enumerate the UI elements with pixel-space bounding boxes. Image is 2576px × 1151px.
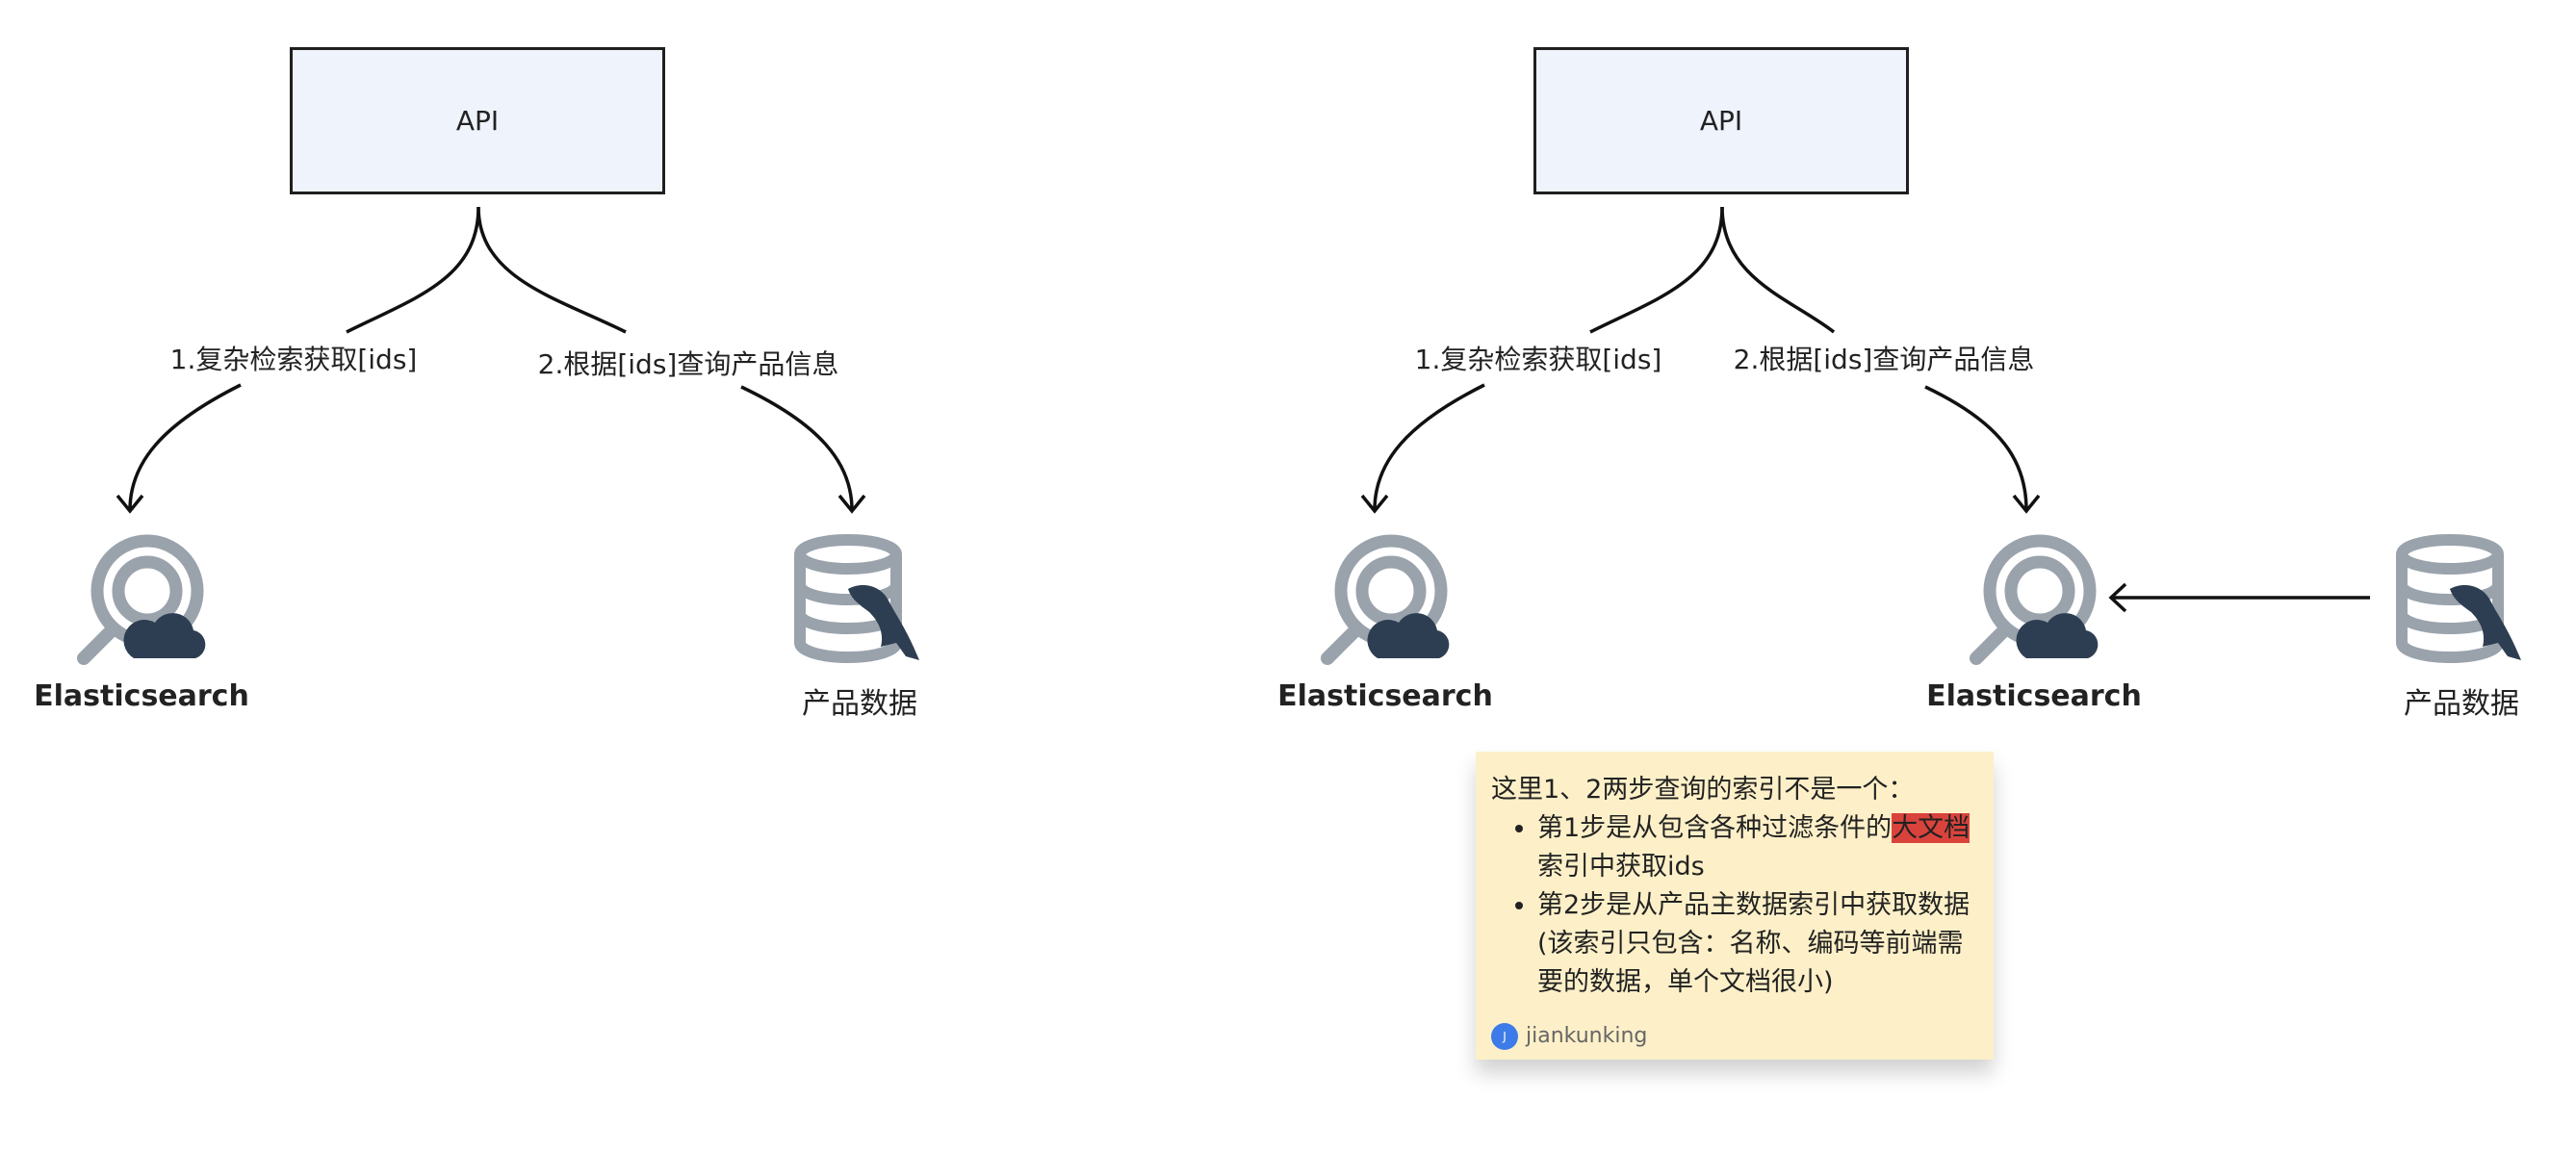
note-item: 第1步是从包含各种过滤条件的大文档索引中获取ids xyxy=(1537,809,1978,886)
note-text: 索引中获取ids xyxy=(1537,852,1705,882)
avatar: J xyxy=(1491,1023,1518,1050)
elasticsearch-icon xyxy=(1321,534,1450,665)
node-label: 产品数据 xyxy=(2404,687,2519,721)
note-text: 第1步是从包含各种过滤条件的 xyxy=(1537,813,1893,843)
elasticsearch-node: Elasticsearch xyxy=(1909,531,2159,713)
elasticsearch-icon xyxy=(77,534,206,665)
api-label: API xyxy=(455,105,500,137)
note-item: 第2步是从产品主数据索引中获取数据(该索引只包含：名称、编码等前端需要的数据，单… xyxy=(1537,886,1978,1002)
author-name: jiankunking xyxy=(1526,1024,1648,1048)
note-author: J jiankunking xyxy=(1491,1017,1978,1056)
product-data-node: 产品数据 xyxy=(2336,531,2576,722)
api-box: API xyxy=(290,47,665,194)
edge-label-step1: 1.复杂检索获取[ids] xyxy=(167,339,420,377)
connector-label2-db xyxy=(740,385,854,511)
connector-api-es xyxy=(1589,206,1724,334)
note-intro: 这里1、2两步查询的索引不是一个： xyxy=(1491,775,1915,805)
mysql-database-icon xyxy=(794,534,919,663)
node-label: Elasticsearch xyxy=(1926,679,2142,713)
node-label: 产品数据 xyxy=(802,687,917,721)
node-label: Elasticsearch xyxy=(1277,679,1493,713)
note-list: 第1步是从包含各种过滤条件的大文档索引中获取ids 第2步是从产品主数据索引中获… xyxy=(1491,809,1978,1002)
arrowhead xyxy=(2108,582,2127,613)
edge-label-step1: 1.复杂检索获取[ids] xyxy=(1412,339,1664,377)
arrowhead xyxy=(116,494,144,514)
elasticsearch-node: Elasticsearch xyxy=(1260,531,1510,713)
arrowhead xyxy=(2012,494,2041,514)
arrowhead xyxy=(837,494,866,514)
mysql-database-icon xyxy=(2396,534,2521,663)
arrowhead xyxy=(1360,494,1389,514)
sticky-note[interactable]: 这里1、2两步查询的索引不是一个： 第1步是从包含各种过滤条件的大文档索引中获取… xyxy=(1476,752,1994,1060)
connector-label1-es xyxy=(1373,383,1485,511)
api-box: API xyxy=(1533,47,1909,194)
edge-label-step2: 2.根据[ids]查询产品信息 xyxy=(1731,339,2037,377)
elasticsearch-icon xyxy=(1970,534,2099,665)
connector-label1-es xyxy=(128,383,242,511)
product-data-node: 产品数据 xyxy=(734,531,985,722)
note-highlight: 大文档 xyxy=(1892,813,1971,843)
connector-label2-es2 xyxy=(1924,385,2028,511)
elasticsearch-node: Elasticsearch xyxy=(16,531,267,713)
node-label: Elasticsearch xyxy=(34,679,249,713)
connector-api-es xyxy=(346,206,480,334)
api-label: API xyxy=(1699,105,1743,137)
connector-api-es2 xyxy=(1720,206,1836,334)
edge-label-step2: 2.根据[ids]查询产品信息 xyxy=(535,344,841,382)
connector-api-db xyxy=(477,206,627,334)
